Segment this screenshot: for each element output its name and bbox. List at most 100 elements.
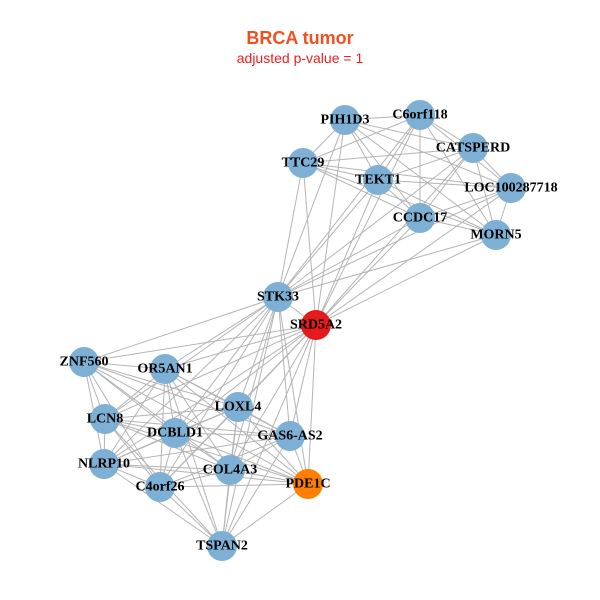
edge-TEKT1-LOC100287718 — [377, 179, 512, 189]
edge-SRD5A2-DCBLD1 — [174, 324, 317, 434]
edge-PDE1C-TSPAN2 — [221, 483, 309, 547]
node-OR5AN1[interactable] — [150, 354, 180, 384]
edge-STK33-COL4A3 — [229, 296, 279, 471]
node-label-TEKT1: TEKT1 — [355, 173, 401, 188]
node-label-TSPAN2: TSPAN2 — [196, 539, 248, 554]
edge-LOXL4-C4orf26 — [159, 406, 239, 488]
edge-C4orf26-PDE1C — [159, 483, 309, 488]
node-label-TTC29: TTC29 — [282, 156, 325, 171]
edge-ZNF560-PDE1C — [83, 361, 309, 485]
node-label-CATSPERD: CATSPERD — [436, 141, 510, 156]
node-label-MORN5: MORN5 — [470, 228, 521, 243]
edge-SRD5A2-OR5AN1 — [164, 324, 317, 370]
node-LCN8[interactable] — [90, 404, 120, 434]
node-SRD5A2[interactable] — [301, 310, 331, 340]
edge-OR5AN1-PDE1C — [164, 368, 309, 485]
edge-DCBLD1-PDE1C — [174, 432, 309, 485]
edge-SRD5A2-PDE1C — [307, 324, 317, 485]
edge-NLRP10-COL4A3 — [103, 463, 231, 471]
node-DCBLD1[interactable] — [160, 418, 190, 448]
edge-STK33-C4orf26 — [159, 296, 279, 488]
edge-TEKT1-MORN5 — [377, 179, 497, 236]
node-label-LOXL4: LOXL4 — [215, 400, 262, 415]
edge-STK33-ZNF560 — [83, 296, 279, 363]
edge-STK33-OR5AN1 — [164, 296, 279, 370]
edge-TEKT1-STK33 — [277, 179, 379, 298]
node-label-DCBLD1: DCBLD1 — [147, 426, 203, 441]
node-GAS6-AS2[interactable] — [275, 421, 305, 451]
node-COL4A3[interactable] — [215, 455, 245, 485]
edge-LOC100287718-SRD5A2 — [315, 187, 512, 326]
edge-TTC29-STK33 — [277, 162, 304, 298]
edge-PIH1D3-STK33 — [277, 119, 346, 298]
node-label-C4orf26: C4orf26 — [136, 480, 185, 495]
edge-CCDC17-STK33 — [277, 217, 421, 298]
node-label-SRD5A2: SRD5A2 — [290, 318, 342, 333]
node-PDE1C[interactable] — [293, 469, 323, 499]
node-TEKT1[interactable] — [363, 165, 393, 195]
edge-LCN8-GAS6-AS2 — [104, 418, 291, 437]
edge-GAS6-AS2-TSPAN2 — [221, 435, 291, 547]
node-STK33[interactable] — [263, 282, 293, 312]
edge-MORN5-SRD5A2 — [315, 234, 497, 326]
node-label-CCDC17: CCDC17 — [393, 211, 447, 226]
chart-title: BRCA tumor — [246, 28, 354, 48]
edge-OR5AN1-TSPAN2 — [164, 368, 223, 547]
node-TTC29[interactable] — [288, 148, 318, 178]
edge-LCN8-PDE1C — [104, 418, 309, 485]
edge-C6orf118-MORN5 — [419, 114, 497, 236]
node-LOXL4[interactable] — [223, 392, 253, 422]
edge-TTC29-LOC100287718 — [302, 162, 512, 189]
node-CCDC17[interactable] — [405, 203, 435, 233]
node-NLRP10[interactable] — [89, 449, 119, 479]
node-ZNF560[interactable] — [69, 347, 99, 377]
node-label-C6orf118: C6orf118 — [392, 108, 447, 123]
node-C6orf118[interactable] — [405, 100, 435, 130]
edge-STK33-LOXL4 — [237, 296, 279, 408]
node-label-STK33: STK33 — [257, 290, 299, 305]
node-label-OR5AN1: OR5AN1 — [137, 362, 192, 377]
node-C4orf26[interactable] — [145, 472, 175, 502]
edge-CATSPERD-TTC29 — [302, 147, 474, 164]
node-LOC100287718[interactable] — [496, 173, 526, 203]
edge-SRD5A2-NLRP10 — [103, 324, 317, 465]
edge-NLRP10-PDE1C — [103, 463, 309, 485]
edge-OR5AN1-COL4A3 — [164, 368, 231, 471]
edge-SRD5A2-GAS6-AS2 — [289, 324, 317, 437]
node-TSPAN2[interactable] — [207, 531, 237, 561]
node-label-ZNF560: ZNF560 — [60, 355, 109, 370]
edge-ZNF560-GAS6-AS2 — [83, 361, 291, 437]
node-layer — [69, 100, 526, 561]
edge-CATSPERD-SRD5A2 — [315, 147, 474, 326]
edge-STK33-PDE1C — [277, 296, 309, 485]
edge-LOC100287718-CCDC17 — [419, 187, 512, 219]
edge-DCBLD1-GAS6-AS2 — [174, 432, 291, 437]
edge-MORN5-STK33 — [277, 234, 497, 298]
chart-subtitle: adjusted p-value = 1 — [236, 50, 364, 66]
edge-PIH1D3-CATSPERD — [344, 119, 474, 149]
edge-PIH1D3-SRD5A2 — [315, 119, 346, 326]
edge-STK33-GAS6-AS2 — [277, 296, 291, 437]
node-PIH1D3[interactable] — [330, 105, 360, 135]
node-MORN5[interactable] — [481, 220, 511, 250]
edge-CATSPERD-TEKT1 — [377, 147, 474, 181]
edge-ZNF560-LOXL4 — [83, 361, 239, 408]
node-label-PDE1C: PDE1C — [285, 477, 330, 492]
edge-ZNF560-COL4A3 — [83, 361, 231, 471]
edge-TTC29-SRD5A2 — [302, 162, 317, 326]
edge-CATSPERD-STK33 — [277, 147, 474, 298]
node-label-GAS6-AS2: GAS6-AS2 — [257, 429, 322, 444]
edge-LCN8-LOXL4 — [104, 406, 239, 420]
edge-PIH1D3-LOC100287718 — [344, 119, 512, 189]
edge-SRD5A2-ZNF560 — [83, 324, 317, 363]
edge-C6orf118-TTC29 — [302, 114, 421, 164]
edge-GAS6-AS2-NLRP10 — [103, 435, 291, 465]
edge-TEKT1-SRD5A2 — [315, 179, 379, 326]
edge-C6orf118-STK33 — [277, 114, 421, 298]
node-CATSPERD[interactable] — [458, 133, 488, 163]
edge-NLRP10-TSPAN2 — [103, 463, 223, 547]
node-label-LCN8: LCN8 — [87, 412, 124, 427]
edge-LOC100287718-STK33 — [277, 187, 512, 298]
